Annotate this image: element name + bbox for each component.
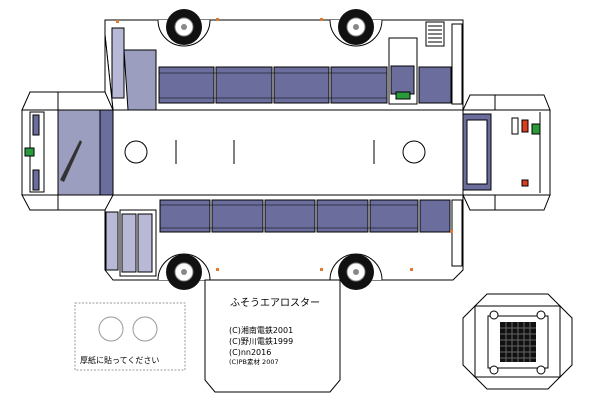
upper-rear-edge [451, 23, 463, 105]
lower-rear-wheel [338, 254, 374, 290]
front-wiper [60, 140, 82, 182]
front-headlight-right [32, 114, 40, 136]
lower-front-door-window-b [137, 213, 153, 273]
credit-line-3: (C)nn2016 [229, 348, 271, 357]
roof-vent-right [402, 140, 426, 164]
lower-front-pillar [105, 211, 119, 271]
rear-plate [511, 117, 519, 135]
upper-marker-2 [320, 18, 323, 21]
bottom-panel [204, 279, 341, 393]
upper-windows [158, 66, 452, 104]
lower-rear-edge [451, 199, 463, 267]
underside-part [462, 293, 573, 390]
rear-window-inner [466, 119, 488, 185]
upper-front-wheel [166, 9, 202, 45]
cardboard-circle-left [98, 316, 124, 342]
front-headlight-left [32, 169, 40, 191]
upper-marker-3 [116, 20, 119, 23]
upper-dest-sign [395, 91, 411, 100]
rear-dest-sign [531, 123, 541, 135]
upper-rear-grille [425, 21, 445, 47]
cardboard-box [74, 302, 186, 371]
lower-marker-2 [320, 268, 323, 271]
front-windshield [57, 109, 101, 196]
rear-top-tab [462, 94, 551, 111]
upper-front-window [123, 49, 157, 111]
lower-marker-1 [216, 268, 219, 271]
rear-tail-light-bottom [521, 179, 529, 187]
roof-vent-left [124, 140, 148, 164]
upper-rear-wheel [338, 9, 374, 45]
credit-line-1: (C)湘南電鉄2001 [229, 325, 293, 335]
lower-marker-4 [410, 268, 413, 271]
front-bottom-tab [21, 194, 114, 211]
lower-front-wheel [166, 254, 202, 290]
upper-marker-1 [216, 18, 219, 21]
front-dest-sign [24, 147, 35, 157]
credit-line-4: (C)PB素材 2007 [229, 357, 279, 366]
upper-front-pillar [111, 27, 125, 99]
lower-front-door-window-a [121, 213, 137, 273]
credit-line-2: (C)野川電鉄1999 [229, 336, 293, 346]
rear-bottom-tab [462, 194, 551, 211]
rear-tail-light-top [521, 119, 529, 133]
lower-windows [159, 199, 451, 233]
cardboard-circle-right [132, 316, 158, 342]
cardboard-instruction: 厚紙に貼ってください [80, 355, 159, 365]
lower-marker-3 [450, 230, 453, 233]
front-top-tab [21, 91, 114, 111]
front-mirror-strip [99, 109, 114, 196]
model-title: ふそうエアロスター [230, 297, 320, 309]
upper-rear-door-window [390, 65, 415, 95]
